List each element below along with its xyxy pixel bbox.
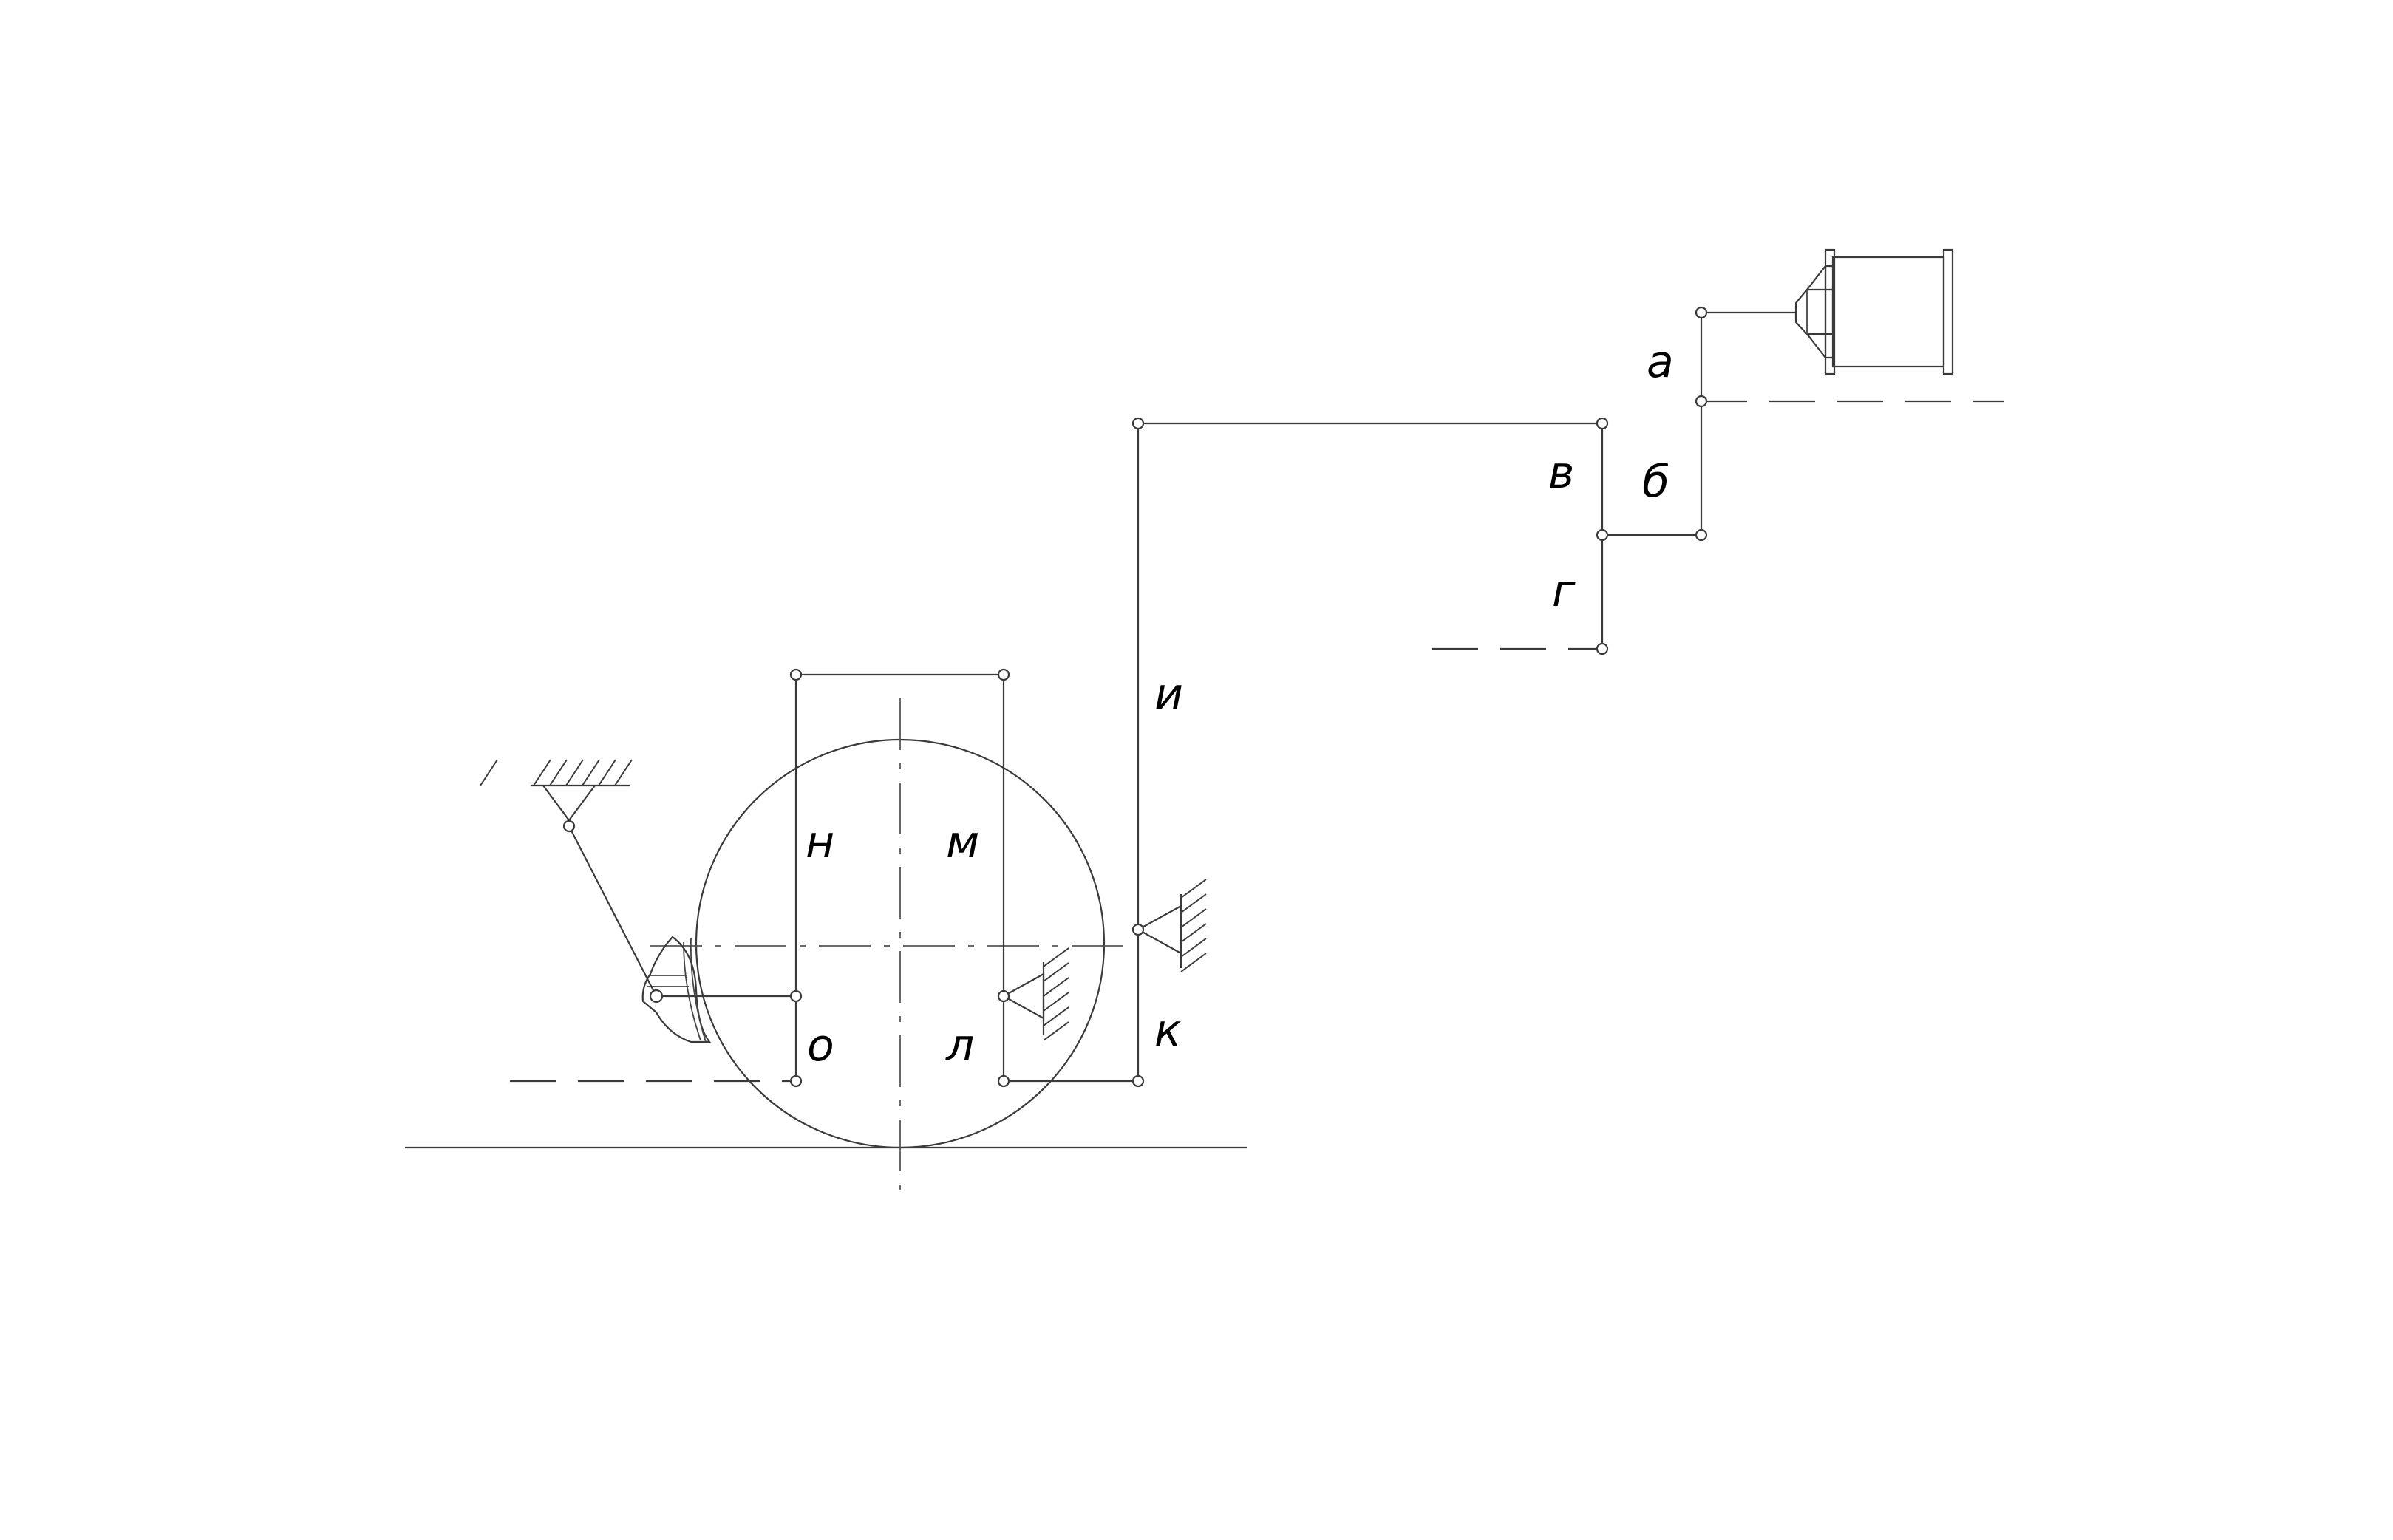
hinge-n-top (789, 668, 803, 681)
hinge-ml-pivot (997, 989, 1010, 1003)
fixed-support-ik (1137, 879, 1207, 972)
hinge-i-top (1131, 417, 1145, 430)
shoe-hanger (568, 825, 657, 997)
hinge-v-top (1596, 417, 1609, 430)
hinge-no-mid (789, 989, 803, 1003)
hinge-shoe (649, 989, 664, 1004)
hinge-k-bottom (1131, 1074, 1145, 1088)
hinges (562, 306, 1708, 1088)
label-b: б (1642, 456, 1669, 508)
label-g: г (1552, 565, 1576, 617)
hinge-b (1695, 528, 1708, 542)
brake-shoe-icon (641, 936, 712, 1043)
hinge-a-bottom (1695, 395, 1708, 408)
hinge-vg (1596, 528, 1609, 542)
label-a: а (1647, 336, 1674, 388)
drive-motor-icon (1794, 248, 1954, 375)
hinge-hanger-top (562, 820, 576, 833)
hinge-a-top (1695, 306, 1708, 319)
hinge-ik-pivot (1131, 923, 1145, 936)
fixed-support-hanger (480, 759, 633, 822)
label-n: н (806, 817, 834, 868)
label-o: о (807, 1020, 834, 1071)
fixed-support-ml (1003, 947, 1069, 1041)
label-m: м (946, 817, 979, 868)
label-l: л (945, 1020, 974, 1071)
rod-a (1700, 311, 1796, 535)
hinge-m-top (997, 668, 1010, 681)
hinge-o-bottom (789, 1074, 803, 1088)
label-v: в (1548, 447, 1574, 499)
label-i: и (1154, 669, 1183, 720)
hinge-l-bottom (997, 1074, 1010, 1088)
label-k: к (1154, 1005, 1181, 1057)
hinge-g-bottom (1596, 642, 1609, 655)
